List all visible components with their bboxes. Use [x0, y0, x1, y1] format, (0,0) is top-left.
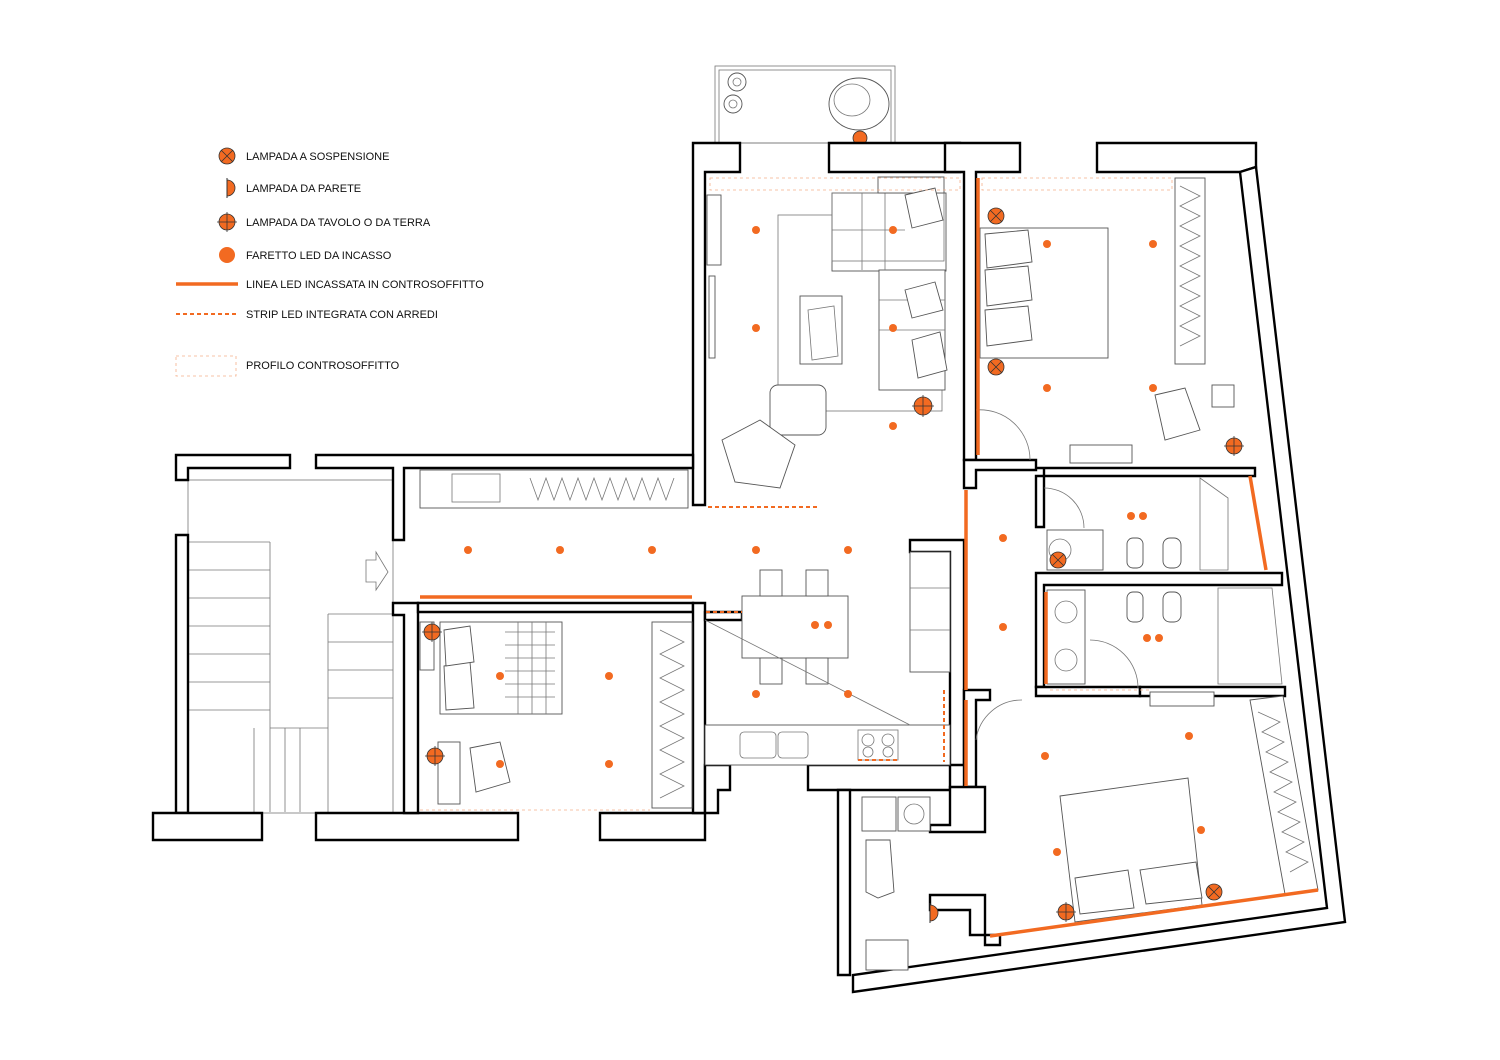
- legend-item-recessed-spot: FARETTO LED DA INCASSO: [219, 247, 392, 263]
- dining-kitchen: [704, 551, 951, 766]
- bedroom-top-right: [975, 177, 1235, 464]
- legend-label: LAMPADA A SOSPENSIONE: [246, 151, 389, 163]
- chair: [469, 741, 511, 793]
- legend-label: FARETTO LED DA INCASSO: [246, 250, 392, 262]
- desk: [437, 741, 461, 805]
- toilet-icon: [1162, 591, 1182, 623]
- legend-label: LAMPADA DA PARETE: [246, 183, 361, 195]
- bedroom-left: [419, 621, 693, 809]
- bathroom-1: [1043, 477, 1229, 571]
- fridge-column: [909, 551, 951, 673]
- recessed-spots: [464, 226, 1205, 856]
- ceiling-profile-icon: [175, 355, 237, 377]
- wardrobe-top: [419, 469, 689, 509]
- tv-unit: [706, 194, 722, 359]
- led-strips: [706, 506, 945, 762]
- bedroom-bottom-right: [975, 691, 1319, 923]
- desk: [1069, 444, 1133, 464]
- shower-icon: [865, 839, 895, 899]
- sofa: [831, 176, 948, 391]
- legend-label: LINEA LED INCASSATA IN CONTROSOFFITTO: [246, 279, 484, 291]
- legend: LAMPADA A SOSPENSIONE LAMPADA DA PARETE …: [175, 147, 484, 377]
- toilet-icon: [1162, 537, 1182, 569]
- led-lines: [420, 178, 1319, 938]
- pendant-lamp-icon: [218, 147, 236, 165]
- bidet-icon: [1126, 591, 1144, 623]
- laundry: [861, 796, 931, 971]
- legend-item-pendant-lamp: LAMPADA A SOSPENSIONE: [218, 147, 389, 165]
- legend-item-wall-lamp: LAMPADA DA PARETE: [226, 178, 361, 198]
- legend-item-led-strip: STRIP LED INTEGRATA CON ARREDI: [176, 309, 438, 321]
- table-floor-lamps: [422, 395, 1244, 922]
- legend-label: PROFILO CONTROSOFFITTO: [246, 360, 400, 372]
- plant-icon: [723, 72, 747, 114]
- wall-lamps: [929, 903, 939, 923]
- legend-item-led-line: LINEA LED INCASSATA IN CONTROSOFFITTO: [176, 279, 484, 291]
- stairwell: [187, 479, 394, 814]
- recessed-spot-icon: [219, 247, 235, 263]
- kitchen-counter: [704, 724, 951, 766]
- table-floor-lamp-icon: [217, 212, 237, 232]
- living-room: [706, 176, 948, 489]
- legend-label: LAMPADA DA TAVOLO O DA TERRA: [246, 217, 431, 229]
- balcony: [714, 65, 896, 146]
- legend-item-ceiling-profile: PROFILO CONTROSOFFITTO: [175, 355, 400, 377]
- legend-label: STRIP LED INTEGRATA CON ARREDI: [246, 309, 438, 321]
- armchair-icon: [828, 77, 890, 131]
- coffee-table: [799, 295, 843, 365]
- cooktop-icon: [857, 729, 899, 761]
- toilet-icon: [865, 939, 909, 971]
- entrance-arrow-icon: [365, 550, 389, 592]
- chair: [1154, 387, 1201, 441]
- pendant-lamps: [987, 207, 1223, 901]
- ceiling-profiles: [420, 177, 1173, 811]
- wall-lamp-icon: [226, 178, 236, 198]
- dining-table: [741, 595, 849, 659]
- wardrobe: [651, 621, 693, 809]
- washer-icon: [861, 796, 897, 832]
- armchair: [721, 384, 827, 489]
- bidet-icon: [1126, 537, 1144, 569]
- bathroom-2: [1046, 587, 1283, 689]
- legend-item-table-floor-lamp: LAMPADA DA TAVOLO O DA TERRA: [217, 212, 431, 232]
- sink-icon: [739, 731, 777, 759]
